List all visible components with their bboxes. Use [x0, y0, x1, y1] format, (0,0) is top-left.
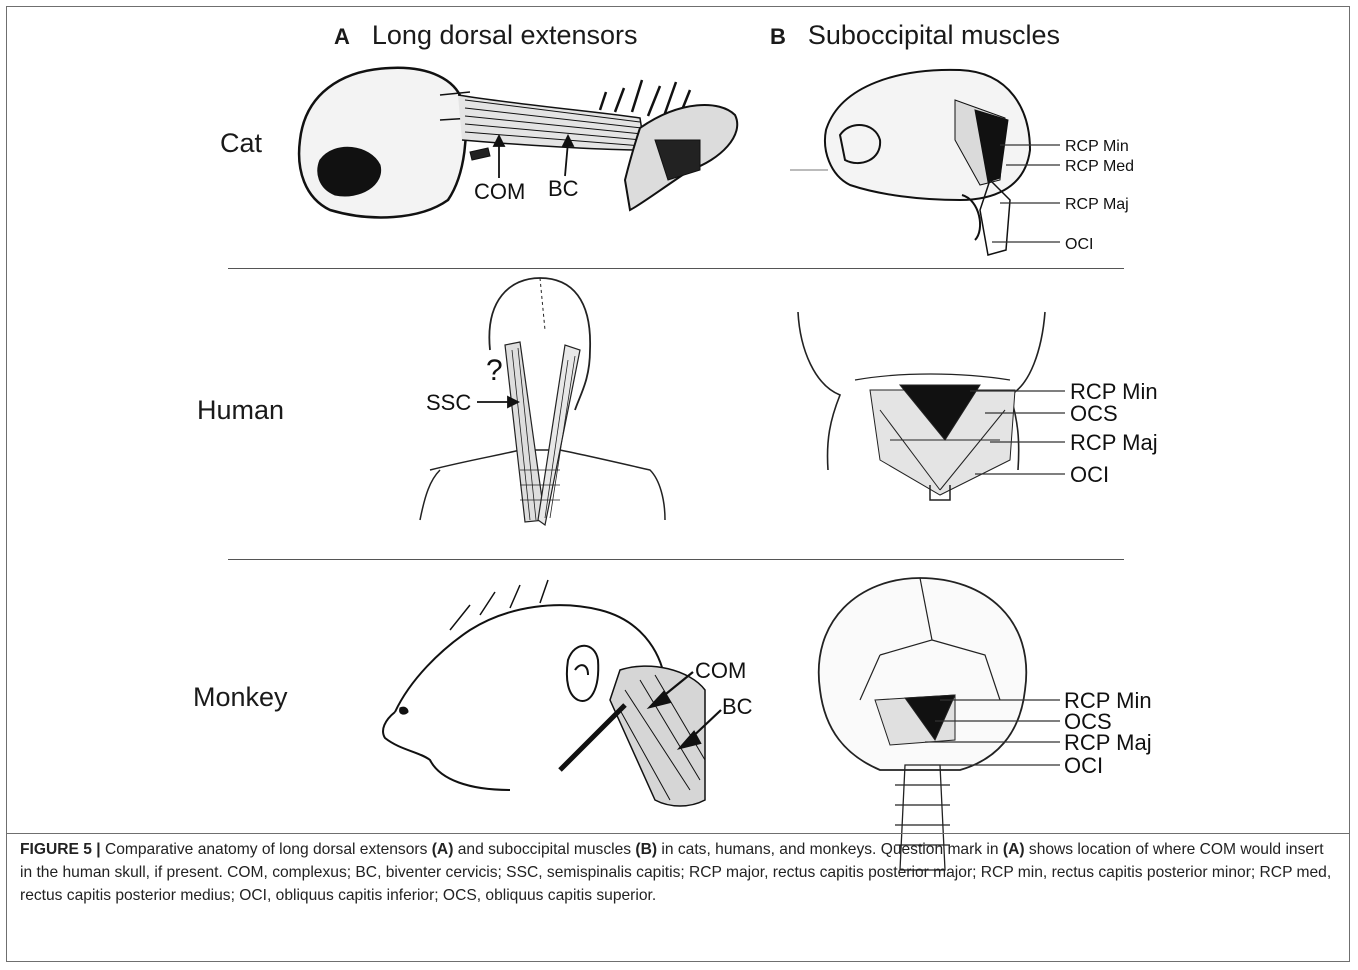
- cat-bc-label: BC: [548, 176, 579, 201]
- caption-text-2: and suboccipital muscles: [453, 841, 635, 858]
- cat-com-label: COM: [474, 179, 525, 204]
- caption-divider: [6, 833, 1350, 834]
- monkey-rcp-maj-label: RCP Maj: [1064, 730, 1152, 755]
- caption-figure-label: FIGURE 5 |: [20, 841, 101, 858]
- caption-ref-a-2: (A): [1003, 841, 1025, 858]
- cat-suboccipital-illustration: [790, 70, 1030, 255]
- caption-text-3: in cats, humans, and monkeys. Question m…: [657, 841, 1003, 858]
- human-ssc-label: SSC: [426, 390, 471, 415]
- human-oci-label: OCI: [1070, 462, 1109, 487]
- caption-ref-b: (B): [635, 841, 657, 858]
- human-ocs-label: OCS: [1070, 401, 1118, 426]
- human-suboccipital-illustration: [798, 312, 1045, 500]
- monkey-dorsal-extensors-illustration: [383, 580, 705, 806]
- human-rcp-maj-label: RCP Maj: [1070, 430, 1158, 455]
- monkey-oci-label: OCI: [1064, 753, 1103, 778]
- figure-caption: FIGURE 5 | Comparative anatomy of long d…: [20, 838, 1338, 907]
- caption-ref-a-1: (A): [432, 841, 454, 858]
- cat-rcp-med-label: RCP Med: [1065, 158, 1134, 175]
- monkey-com-label: COM: [695, 658, 746, 683]
- monkey-suboccipital-illustration: [819, 578, 1027, 870]
- monkey-bc-label: BC: [722, 694, 753, 719]
- cat-oci-label: OCI: [1065, 236, 1093, 253]
- human-question-mark: ?: [486, 354, 503, 387]
- cat-rcp-min-label: RCP Min: [1065, 138, 1129, 155]
- cat-rcp-maj-label: RCP Maj: [1065, 196, 1129, 213]
- human-ssc-arrow: [477, 397, 518, 407]
- caption-text-1: Comparative anatomy of long dorsal exten…: [101, 841, 432, 858]
